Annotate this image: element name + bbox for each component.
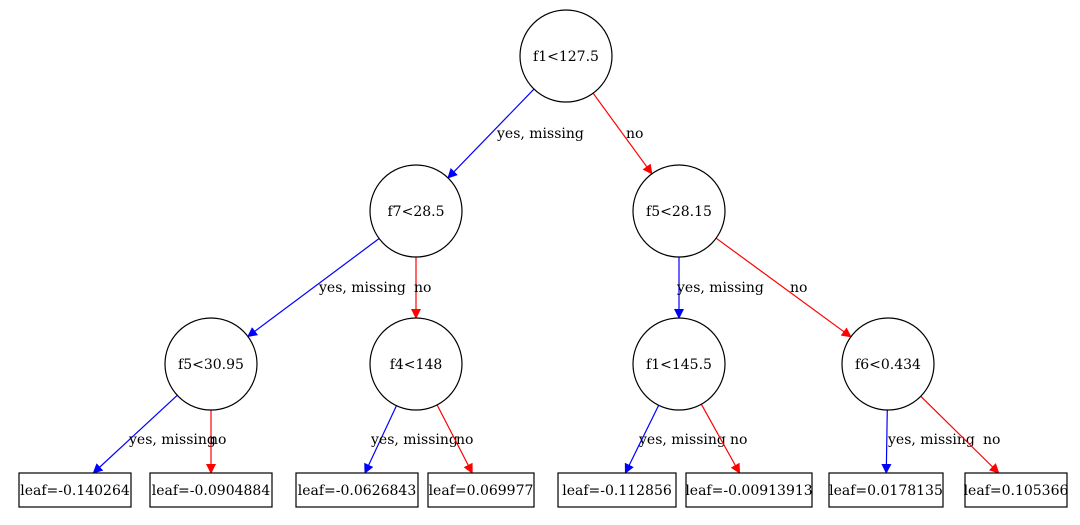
leaf-node-l4: leaf=-0.112856	[557, 472, 677, 508]
leaf-box	[427, 472, 535, 508]
edge-n5-l5-no	[700, 403, 741, 474]
split-node-circle	[632, 317, 726, 411]
split-node-circle	[164, 317, 258, 411]
edge-n0-n1-yes	[447, 88, 535, 179]
leaf-box	[828, 472, 944, 508]
split-node-n5: f1<145.5	[632, 317, 726, 411]
leaf-box	[18, 472, 132, 508]
split-node-circle	[369, 164, 463, 258]
edge-n6-l7-no	[920, 395, 1000, 474]
leaf-value-label: leaf=-0.0626843	[298, 483, 416, 499]
edge-label-n0-n1: yes, missing	[496, 126, 584, 142]
edge-label-n5-l4: yes, missing	[638, 432, 726, 448]
leaf-value-label: leaf=0.069977	[429, 483, 534, 499]
leaf-value-label: leaf=0.105366	[964, 483, 1069, 499]
edge-label-n0-n2: no	[626, 126, 643, 142]
split-condition-label: f6<0.434	[855, 357, 921, 373]
leaf-box	[149, 472, 273, 508]
edge-label-n1-n3: yes, missing	[318, 280, 406, 296]
leaf-box	[964, 472, 1068, 508]
edge-n0-n2-no	[592, 92, 653, 175]
leaf-box	[685, 472, 813, 508]
split-condition-label: f1<127.5	[533, 49, 599, 65]
leaf-value-label: leaf=-0.112856	[562, 483, 672, 499]
edge-label-n4-l2: yes, missing	[370, 432, 458, 448]
leaf-value-label: leaf=-0.00913913	[685, 483, 812, 499]
split-node-n4: f4<148	[369, 317, 463, 411]
leaf-value-label: leaf=-0.140264	[20, 483, 130, 499]
leaf-node-l1: leaf=-0.0904884	[149, 472, 273, 508]
edge-n2-n6-no	[715, 237, 852, 338]
split-node-n2: f5<28.15	[632, 164, 726, 258]
edge-label-n1-n4: no	[414, 280, 431, 296]
edge-label-n2-n5: yes, missing	[676, 280, 764, 296]
leaf-node-l0: leaf=-0.140264	[18, 472, 132, 508]
split-node-n3: f5<30.95	[164, 317, 258, 411]
edge-n4-l2-yes	[364, 405, 398, 474]
nodes-layer: f1<127.5 f7<28.5 f5<28.15 f5<30.95 f4<148 f1<…	[18, 9, 1069, 508]
split-node-circle	[369, 317, 463, 411]
split-condition-label: f5<28.15	[646, 204, 712, 220]
edge-label-n6-l7: no	[983, 432, 1000, 448]
leaf-node-l3: leaf=0.069977	[427, 472, 535, 508]
leaf-box	[557, 472, 677, 508]
edge-label-n2-n6: no	[790, 280, 807, 296]
leaf-node-l5: leaf=-0.00913913	[685, 472, 813, 508]
split-node-n0: f1<127.5	[519, 9, 613, 103]
split-node-circle	[841, 317, 935, 411]
leaf-value-label: leaf=0.0178135	[829, 483, 943, 499]
edge-n3-l0-yes	[92, 394, 178, 474]
split-node-n6: f6<0.434	[841, 317, 935, 411]
edge-n4-l3-no	[436, 404, 473, 474]
edge-label-n3-l1: no	[209, 432, 226, 448]
split-node-n1: f7<28.5	[369, 164, 463, 258]
split-condition-label: f4<148	[390, 357, 443, 373]
split-condition-label: f5<30.95	[178, 357, 244, 373]
edge-label-n6-l6: yes, missing	[887, 432, 975, 448]
leaf-node-l2: leaf=-0.0626843	[295, 472, 419, 508]
edge-label-n3-l0: yes, missing	[128, 432, 216, 448]
leaf-node-l6: leaf=0.0178135	[828, 472, 944, 508]
edge-label-n4-l3: no	[456, 432, 473, 448]
split-condition-label: f1<145.5	[646, 357, 712, 373]
edge-label-n5-l5: no	[730, 432, 747, 448]
split-node-circle	[519, 9, 613, 103]
edge-n1-n3-yes	[247, 238, 380, 338]
split-node-circle	[632, 164, 726, 258]
edge-n5-l4-yes	[624, 405, 660, 474]
leaf-value-label: leaf=-0.0904884	[152, 483, 271, 499]
edge-n6-l6-yes	[881, 409, 892, 474]
split-condition-label: f7<28.5	[388, 204, 445, 220]
leaf-box	[295, 472, 419, 508]
leaf-node-l7: leaf=0.105366	[964, 472, 1069, 508]
